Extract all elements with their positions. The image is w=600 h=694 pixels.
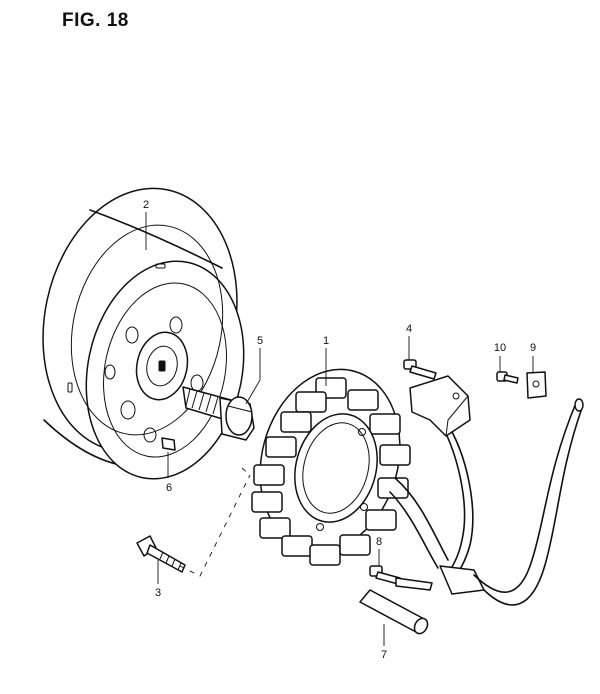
leader-lines xyxy=(145,212,534,646)
harness-clamp-screw xyxy=(369,565,433,591)
pickup-screw xyxy=(403,359,437,380)
stator-bolt xyxy=(136,535,186,573)
wire-clamp xyxy=(526,371,547,399)
callout-9: 9 xyxy=(530,342,536,354)
callout-5: 5 xyxy=(257,335,263,347)
callout-2: 2 xyxy=(143,199,149,211)
wire-grommet xyxy=(359,589,429,635)
clamp-screw xyxy=(496,371,519,384)
callout-3: 3 xyxy=(155,587,161,599)
callout-1: 1 xyxy=(323,335,329,347)
callout-10: 10 xyxy=(494,342,506,354)
woodruff-key xyxy=(161,437,176,451)
stator-wiring xyxy=(389,398,584,606)
callout-4: 4 xyxy=(406,323,412,335)
callout-6: 6 xyxy=(166,482,172,494)
callout-labels: 1 2 3 4 5 6 7 8 9 10 xyxy=(143,199,536,661)
rotor-bolt xyxy=(182,386,255,441)
callout-8: 8 xyxy=(376,536,382,548)
rotor-flywheel xyxy=(42,187,245,480)
figure-title: FIG. 18 xyxy=(62,10,129,31)
pickup-coil xyxy=(409,375,471,437)
callout-7: 7 xyxy=(381,649,387,661)
stator-assembly xyxy=(251,368,411,566)
